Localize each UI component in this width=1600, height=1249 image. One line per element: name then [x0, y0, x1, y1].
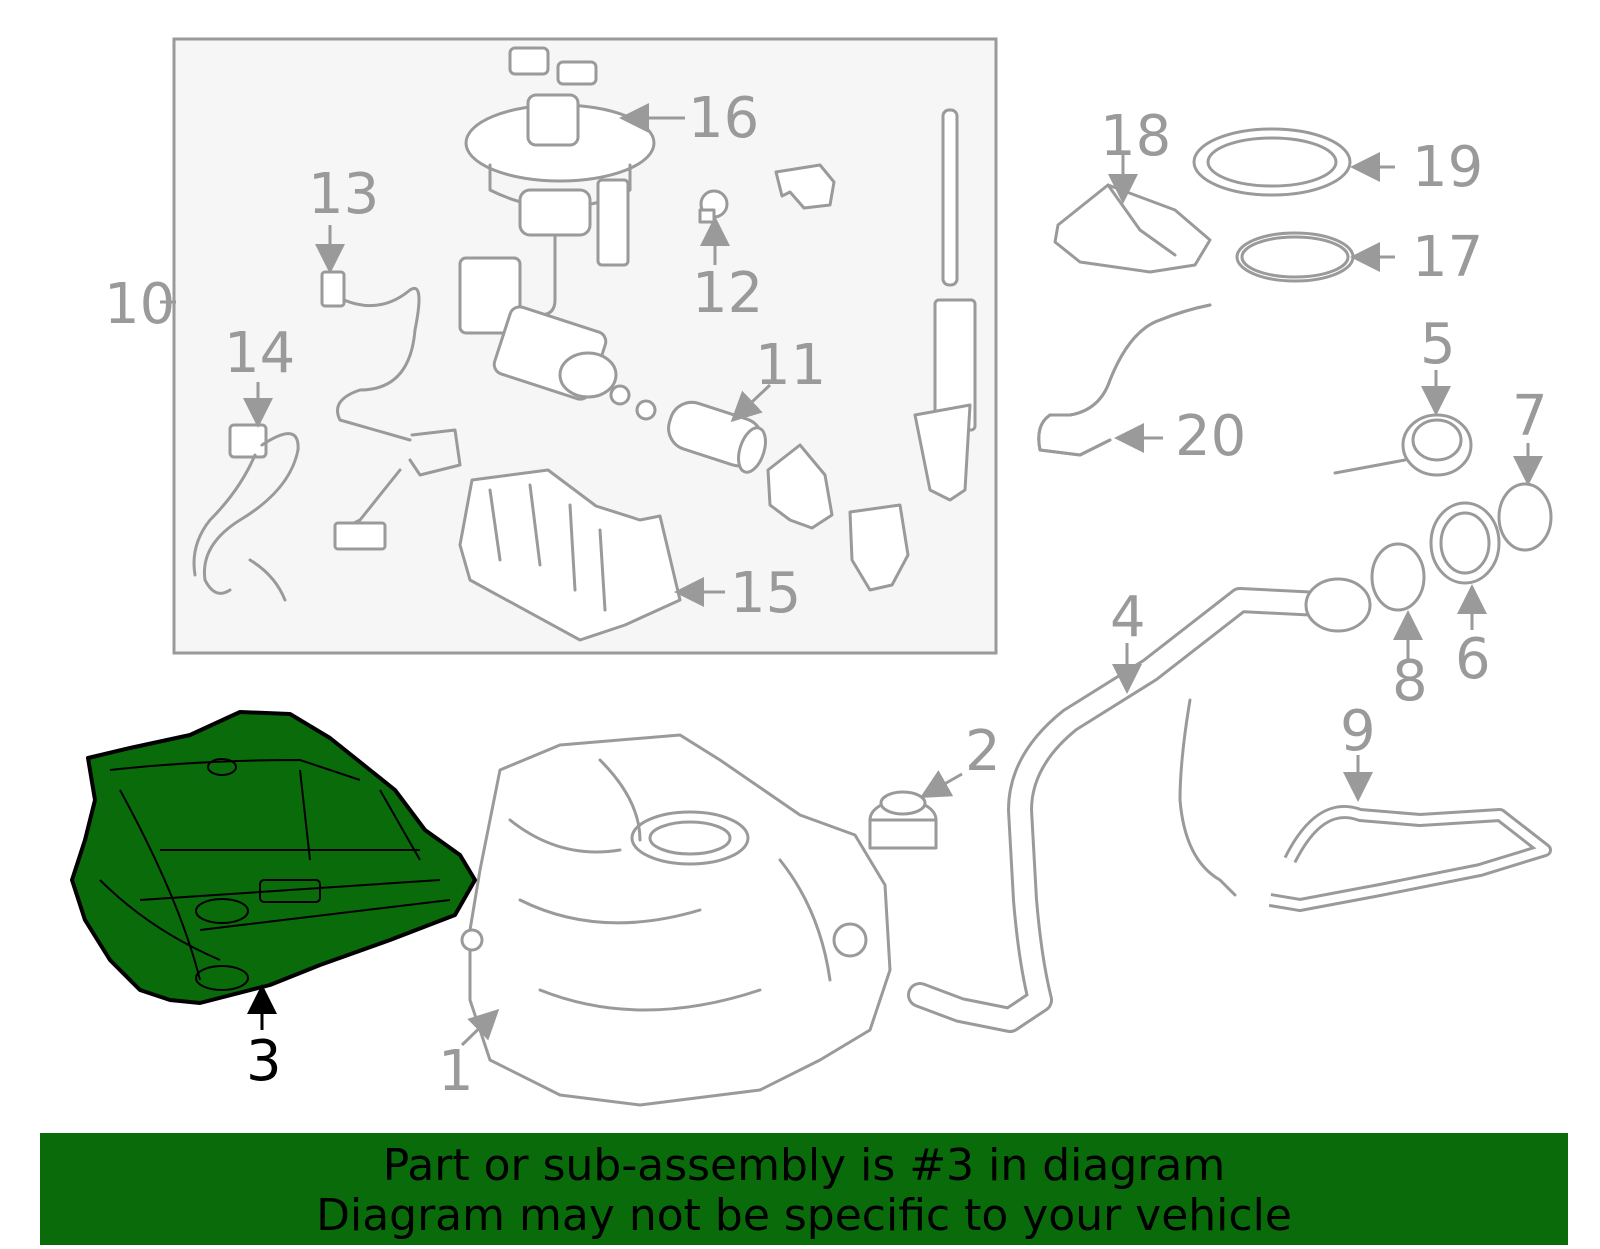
banner-line-2: Diagram may not be specific to your vehi…	[316, 1190, 1292, 1241]
part-17-seal-ring[interactable]	[1235, 231, 1355, 283]
part-2-grommet[interactable]	[868, 790, 938, 850]
part-18-cover[interactable]	[1053, 183, 1212, 274]
part-9-vent-line[interactable]	[1268, 805, 1552, 912]
callout-12: 12	[692, 261, 763, 326]
callout-7: 7	[1512, 384, 1548, 449]
part-1-fuel-tank[interactable]	[460, 733, 892, 1107]
pump-assembly[interactable]	[458, 256, 657, 421]
part-17-seal-ring-inner	[1240, 235, 1350, 279]
info-banner: Part or sub-assembly is #3 in diagram Di…	[40, 1133, 1568, 1245]
callout-4: 4	[1110, 585, 1146, 650]
part-5-fuel-cap[interactable]	[1333, 413, 1473, 477]
retainer-clip[interactable]	[774, 163, 836, 210]
part-6-filler-ring[interactable]	[1429, 501, 1501, 585]
part-19-lock-ring[interactable]	[1192, 127, 1352, 197]
part-13-sender-harness[interactable]	[320, 270, 462, 551]
callout-17: 17	[1412, 225, 1483, 290]
part-14-sensor-harness[interactable]	[192, 423, 300, 602]
part-3-tank-shield[interactable]	[70, 710, 477, 1005]
callout-8: 8	[1392, 649, 1428, 714]
callout-15: 15	[730, 561, 801, 626]
part-8-seal[interactable]	[1370, 542, 1426, 612]
callout-1: 1	[438, 1039, 474, 1104]
callout-13: 13	[308, 162, 379, 227]
leader-arrows	[160, 103, 1543, 1047]
part-4-filler-pipe[interactable]	[907, 577, 1372, 1033]
callout-11: 11	[755, 333, 826, 398]
callout-9: 9	[1340, 699, 1376, 764]
callout-6: 6	[1455, 627, 1491, 692]
callout-3: 3	[246, 1029, 282, 1094]
pump-bracket[interactable]	[766, 443, 910, 592]
callout-18: 18	[1100, 104, 1171, 169]
banner-line-1: Part or sub-assembly is #3 in diagram	[382, 1140, 1226, 1191]
callout-16: 16	[688, 86, 759, 151]
callout-5: 5	[1420, 312, 1456, 377]
callout-20: 20	[1175, 404, 1246, 469]
callout-19: 19	[1412, 135, 1483, 200]
part-7-seal[interactable]	[1497, 482, 1553, 552]
callout-2: 2	[965, 719, 1001, 784]
part-15-reservoir[interactable]	[458, 468, 682, 642]
callout-14: 14	[224, 321, 295, 386]
tank-shield-body[interactable]	[70, 710, 477, 1005]
part-20-vapor-hose[interactable]	[1037, 303, 1212, 457]
part-16-pump-module-cover[interactable]	[464, 46, 656, 317]
callout-10: 10	[104, 272, 175, 337]
level-sensor-rod[interactable]	[913, 108, 977, 502]
